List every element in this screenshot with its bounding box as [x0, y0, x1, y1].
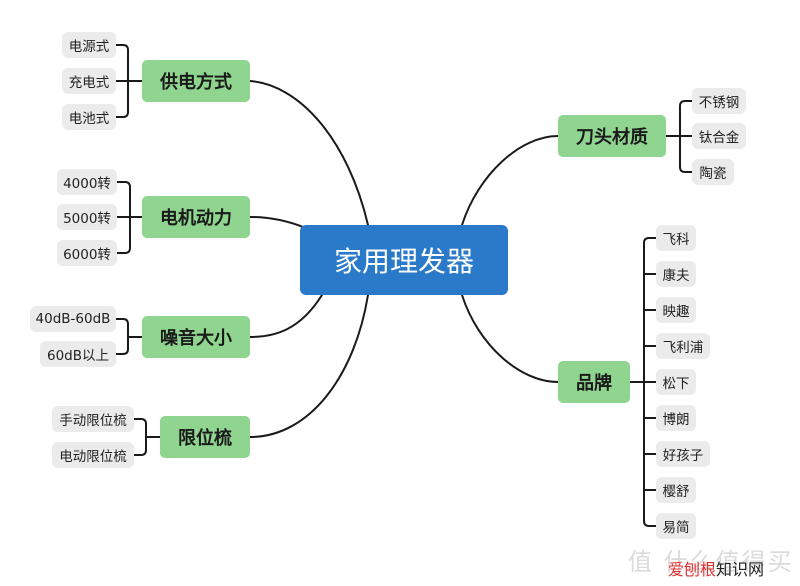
leaf-comb-manual: 手动限位梳: [52, 406, 134, 432]
leaf-power-battery: 电池式: [62, 104, 116, 130]
connector-root-blade: [461, 135, 559, 226]
branch-limit-comb: 限位梳: [160, 416, 250, 458]
leaf-motor-6000: 6000转: [57, 240, 117, 266]
leaf-noise-60-above: 60dB以上: [40, 341, 116, 367]
leaf-blade-titanium: 钛合金: [692, 123, 746, 149]
connector-root-comb: [249, 294, 369, 438]
connector-root-brand: [461, 294, 559, 383]
watermark-faint: 值 什么值得买: [628, 548, 794, 576]
connector-root-noise: [249, 294, 323, 338]
leaf-brand-4: 飞利浦: [656, 333, 710, 359]
leaf-brand-9: 易简: [656, 513, 696, 539]
branch-power-supply: 供电方式: [142, 60, 250, 102]
leaf-blade-stainless: 不锈钢: [692, 88, 746, 114]
leaf-motor-5000: 5000转: [57, 204, 117, 230]
leaf-brand-5: 松下: [656, 369, 696, 395]
leaf-brand-8: 樱舒: [656, 477, 696, 503]
leaf-comb-electric: 电动限位梳: [52, 442, 134, 468]
watermark-text: 爱刨根知识网: [668, 556, 764, 580]
connector-comb-leaves-bracket: [133, 418, 147, 456]
connector-root-power: [249, 80, 369, 226]
leaf-power-rechargeable: 充电式: [62, 68, 116, 94]
branch-blade-material: 刀头材质: [558, 115, 666, 157]
leaf-noise-40-60: 40dB-60dB: [30, 306, 116, 332]
leaf-motor-4000: 4000转: [57, 169, 117, 195]
leaf-blade-ceramic: 陶瓷: [692, 159, 734, 185]
leaf-brand-3: 映趣: [656, 297, 696, 323]
connector-root-motor: [249, 216, 304, 228]
watermark-part-b: 知识网: [716, 560, 765, 579]
branch-brand: 品牌: [558, 361, 630, 403]
connector-noise-leaves-bracket: [115, 318, 129, 355]
leaf-brand-6: 博朗: [656, 405, 696, 431]
leaf-power-mains: 电源式: [62, 32, 116, 58]
leaf-brand-7: 好孩子: [656, 441, 710, 467]
branch-noise-level: 噪音大小: [142, 316, 250, 358]
branch-motor-power: 电机动力: [142, 196, 250, 238]
root-node: 家用理发器: [300, 225, 508, 295]
leaf-brand-2: 康夫: [656, 261, 696, 287]
watermark-part-a: 爱刨根: [668, 560, 717, 579]
leaf-brand-1: 飞科: [656, 225, 696, 251]
